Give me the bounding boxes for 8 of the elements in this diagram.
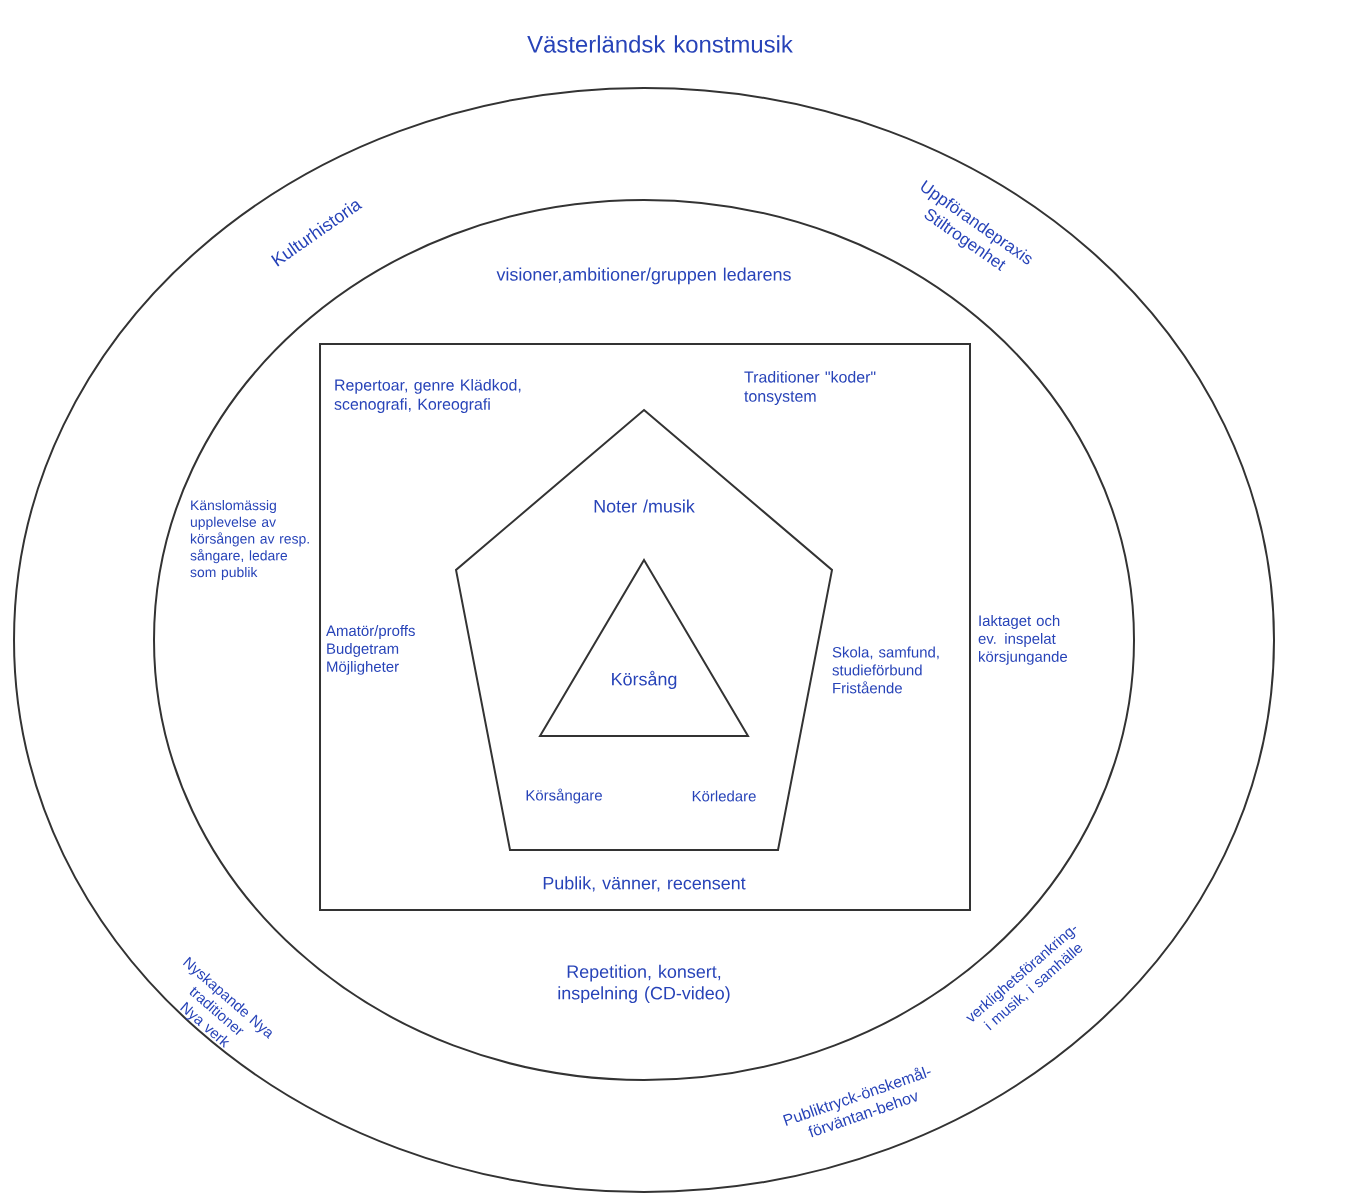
outer-ring	[13, 87, 1275, 1193]
ring-label: visioner,ambitioner/gruppen ledarens	[496, 267, 791, 285]
ring-label: Repetition, konsert, inspelning (CD-video)	[558, 964, 730, 1004]
center-label: Körsång	[612, 670, 677, 690]
ring-label: Västerländsk konstmusik	[527, 35, 793, 53]
square-label: Publik, vänner, recensent	[543, 876, 746, 892]
square-frame	[319, 342, 971, 911]
pentagon-label: Noter /musik	[594, 499, 695, 513]
